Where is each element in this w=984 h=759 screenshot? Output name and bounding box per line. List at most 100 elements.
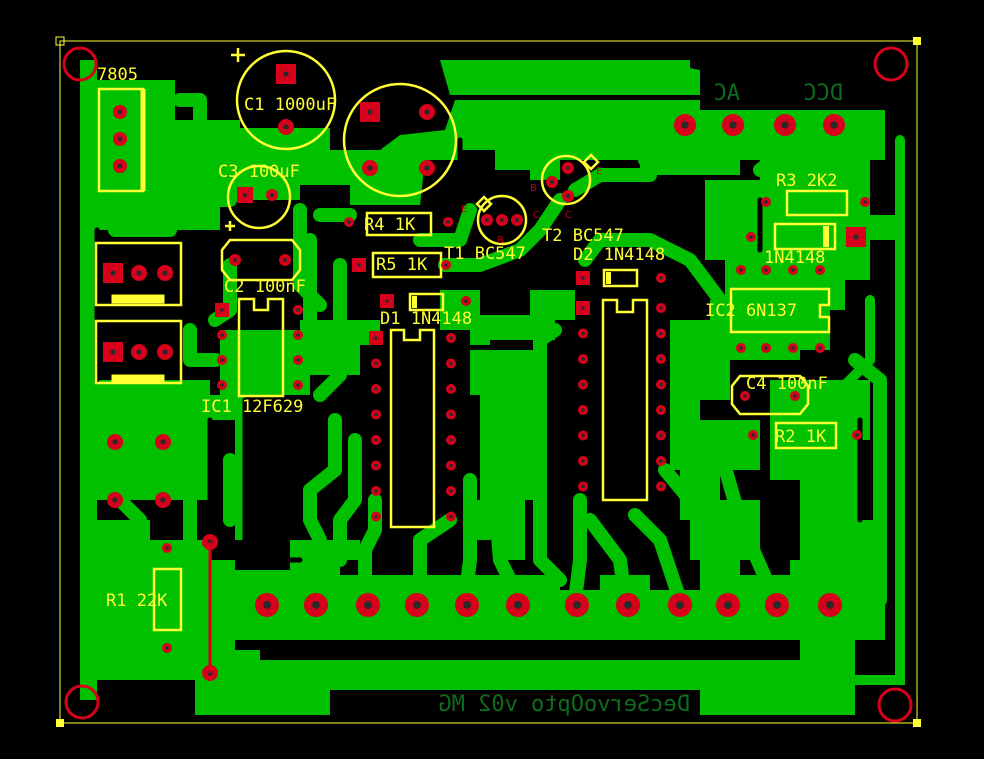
pad-hole (581, 357, 585, 361)
pad-hole (659, 484, 663, 489)
pad-hole (581, 276, 585, 280)
pad-hole (659, 331, 663, 336)
pad-hole (500, 218, 504, 222)
pad-hole (659, 459, 663, 463)
pad-hole (112, 497, 118, 503)
pad-hole (449, 489, 453, 493)
pad-hole (160, 497, 166, 503)
pad-hole (117, 109, 123, 115)
label-t2: T2 BC547 (542, 226, 624, 246)
pad-hole (270, 193, 274, 197)
pad-hole (739, 346, 743, 350)
pad-hole (855, 433, 859, 437)
c4-outline (730, 374, 810, 416)
pad-hole (117, 136, 123, 142)
pad-hole (581, 433, 585, 438)
pad-hole (515, 218, 519, 222)
label-d2: D2 1N4148 (573, 245, 665, 265)
pad-hole (283, 124, 289, 130)
pad-hole (162, 349, 168, 355)
r1-outline (152, 567, 183, 632)
pad-hole (791, 268, 795, 272)
pad-hole (581, 408, 585, 412)
copper-pour-connector-block (235, 575, 850, 640)
board-title: DecServoOpto v02 MG (438, 692, 690, 717)
mount-hole-tl (62, 46, 98, 82)
track-14 (163, 433, 197, 567)
pad-hole (112, 439, 118, 445)
pad-hole (581, 382, 585, 387)
t1-pin-e: E (461, 204, 467, 215)
pad-hole (659, 433, 663, 438)
d2-outline (602, 268, 639, 288)
label-r4: R4 1K (364, 215, 416, 235)
pad-hole (283, 71, 289, 77)
pad-hole (385, 299, 389, 303)
label-r5: R5 1K (376, 255, 428, 275)
pad-hole (573, 601, 581, 609)
pad-hole (751, 433, 755, 437)
pad-hole (449, 361, 453, 366)
pad-hole (110, 270, 116, 276)
pad-hole (463, 601, 471, 609)
pad-hole (764, 346, 768, 350)
pad-hole (296, 333, 300, 337)
label-r1: R1 22K (106, 591, 168, 611)
track-8 (438, 193, 567, 272)
pad-hole (659, 382, 663, 387)
pad-hole (818, 346, 822, 350)
pad-hole (347, 220, 351, 224)
pad-hole (764, 268, 768, 272)
c2-outline (220, 238, 302, 282)
pad-hole (449, 336, 453, 340)
track-6 (313, 258, 347, 402)
track-9 (578, 233, 727, 307)
pad-hole (165, 646, 169, 650)
track-30 (825, 295, 875, 405)
outline-corner-tr (913, 37, 921, 45)
connector-label-dcc: DCC (803, 81, 843, 106)
outline-corner-tl (55, 36, 65, 46)
track-26 (658, 463, 732, 607)
pad-hole (374, 412, 378, 417)
track-20 (458, 473, 477, 607)
pad-hole (566, 194, 570, 198)
t2-pin-b: B (530, 183, 537, 194)
label-r2: R2 1K (775, 427, 827, 447)
label-r3: R3 2K2 (776, 171, 837, 191)
pad-hole (357, 263, 361, 267)
pad-hole (739, 268, 743, 272)
pad-hole (367, 165, 373, 171)
pad-hole (136, 349, 142, 355)
pad-hole (446, 220, 450, 224)
pad-hole (220, 308, 224, 312)
label-t1: T1 BC547 (444, 244, 526, 264)
pad-hole (413, 601, 421, 609)
pad-hole (749, 235, 753, 239)
pad-hole (724, 601, 732, 609)
t2-outline (540, 154, 592, 206)
d3-band (823, 226, 829, 247)
label-c1: C1 1000uF (244, 95, 336, 115)
board-outline (59, 40, 918, 724)
pad-hole (296, 308, 300, 312)
d1-outline (408, 292, 445, 312)
pad-hole (464, 299, 468, 303)
r4-outline (365, 211, 433, 237)
pad-hole (624, 601, 632, 609)
track-7 (413, 203, 477, 247)
t1-pin-c: C (533, 210, 540, 221)
copper-text: AC DCC DecServoOpto v02 MG (438, 81, 843, 717)
pad-hole (160, 439, 166, 445)
track-29 (850, 135, 905, 685)
pad-hole (793, 394, 797, 398)
connector-1-outline (94, 241, 183, 307)
gap-3 (242, 397, 303, 563)
pads (103, 64, 870, 681)
component-labels: 7805 C1 1000uF C3 100uF C2 100nF IC1 12F… (97, 65, 837, 611)
label-ic2: IC2 6N137 (705, 301, 797, 321)
pad-hole (514, 601, 522, 609)
pad-hole (296, 358, 300, 362)
pad-hole (424, 165, 430, 171)
copper-pour-left-lower (80, 520, 360, 660)
